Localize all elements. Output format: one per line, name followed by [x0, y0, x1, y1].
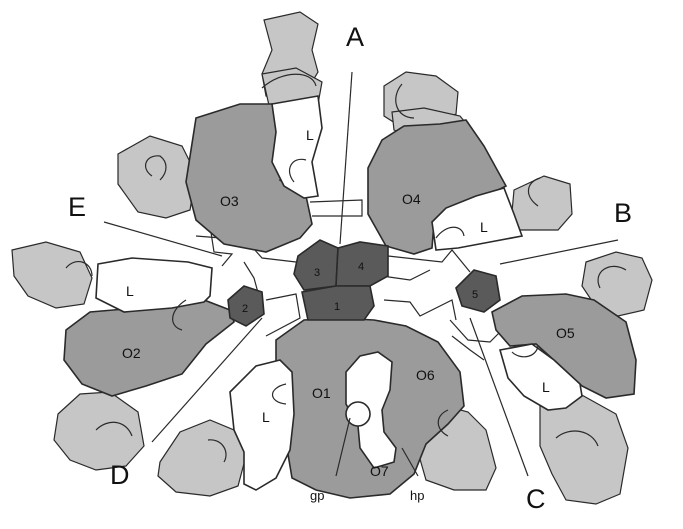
ray-label-c: C [526, 484, 546, 514]
plate-c-outer-2 [540, 394, 628, 504]
central-plates [228, 240, 500, 326]
label-l-a: L [306, 127, 314, 143]
label-o7: O7 [370, 463, 389, 479]
suture-top [310, 200, 362, 216]
label-plate-3: 3 [314, 267, 320, 279]
suture-right-upper [388, 250, 470, 272]
suture-right-link [382, 270, 430, 280]
plate-b-outer-3 [512, 176, 572, 230]
label-o4: O4 [402, 191, 421, 207]
ray-label-e: E [68, 192, 86, 222]
gonopore [346, 402, 370, 426]
label-l-c: L [542, 379, 550, 395]
label-hp: hp [410, 488, 424, 503]
ray-label-d: D [110, 460, 130, 490]
plate-e-outer-3 [118, 136, 196, 218]
plate-l-e [96, 258, 212, 312]
label-plate-5: 5 [472, 289, 478, 301]
label-l-e: L [126, 283, 134, 299]
plate-e-outer-1 [54, 392, 144, 470]
plate-o2 [64, 300, 234, 396]
label-o3: O3 [220, 193, 239, 209]
label-o5: O5 [556, 325, 575, 341]
label-plate-4: 4 [358, 261, 364, 273]
label-o1: O1 [312, 385, 331, 401]
label-o6: O6 [416, 367, 435, 383]
plate-3 [294, 240, 338, 290]
ray-line-a [340, 72, 352, 244]
label-gp: gp [310, 488, 324, 503]
ray-label-b: B [614, 198, 632, 228]
label-plate-2: 2 [242, 303, 248, 315]
ray-label-a: A [346, 22, 364, 52]
plate-e-outer-2 [12, 242, 92, 308]
suture-right-mid [384, 300, 456, 320]
label-l-b: L [480, 219, 488, 235]
label-l-d: L [262, 409, 270, 425]
label-o2: O2 [122, 345, 141, 361]
label-plate-1: 1 [334, 301, 340, 313]
plate-d-outer-2 [158, 420, 246, 496]
